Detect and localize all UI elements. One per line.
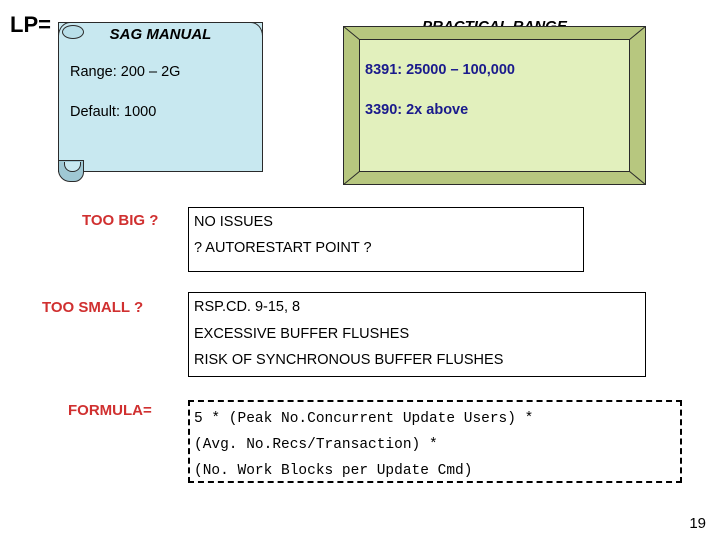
- scroll-body: [58, 22, 263, 172]
- too-big-label: TOO BIG ?: [82, 212, 159, 229]
- too-small-line-1: RSP.CD. 9-15, 8: [194, 299, 301, 315]
- practical-range-frame: [343, 26, 646, 185]
- too-small-line-3: RISK OF SYNCHRONOUS BUFFER FLUSHES: [194, 352, 504, 368]
- sag-manual-title: SAG MANUAL: [109, 26, 212, 43]
- scroll-top-curl-inner: [62, 25, 84, 39]
- formula-line-1: 5 * (Peak No.Concurrent Update Users) *: [194, 411, 534, 427]
- formula-line-3: (No. Work Blocks per Update Cmd): [194, 463, 473, 479]
- too-big-line-2: ? AUTORESTART POINT ?: [194, 240, 372, 256]
- practical-range-line-2: 3390: 2x above: [365, 102, 469, 118]
- formula-label: FORMULA=: [68, 402, 152, 419]
- too-big-box: [188, 207, 584, 272]
- lp-label: LP=: [10, 12, 51, 37]
- frame-inner: [359, 39, 630, 172]
- formula-line-2: (Avg. No.Recs/Transaction) *: [194, 437, 438, 453]
- practical-range-line-1: 8391: 25000 – 100,000: [365, 62, 515, 78]
- frame-bevel-lines: [343, 26, 646, 185]
- sag-manual-line-1: Range: 200 – 2G: [70, 64, 181, 80]
- sag-manual-scroll: SAG MANUAL Range: 200 – 2G Default: 1000: [58, 12, 273, 182]
- too-small-line-2: EXCESSIVE BUFFER FLUSHES: [194, 326, 410, 342]
- too-small-label: TOO SMALL ?: [42, 299, 144, 316]
- too-small-box: [188, 292, 646, 377]
- too-big-line-1: NO ISSUES: [194, 214, 273, 230]
- sag-manual-line-2: Default: 1000: [70, 104, 157, 120]
- formula-box: [188, 400, 682, 483]
- page-number: 19: [689, 515, 706, 532]
